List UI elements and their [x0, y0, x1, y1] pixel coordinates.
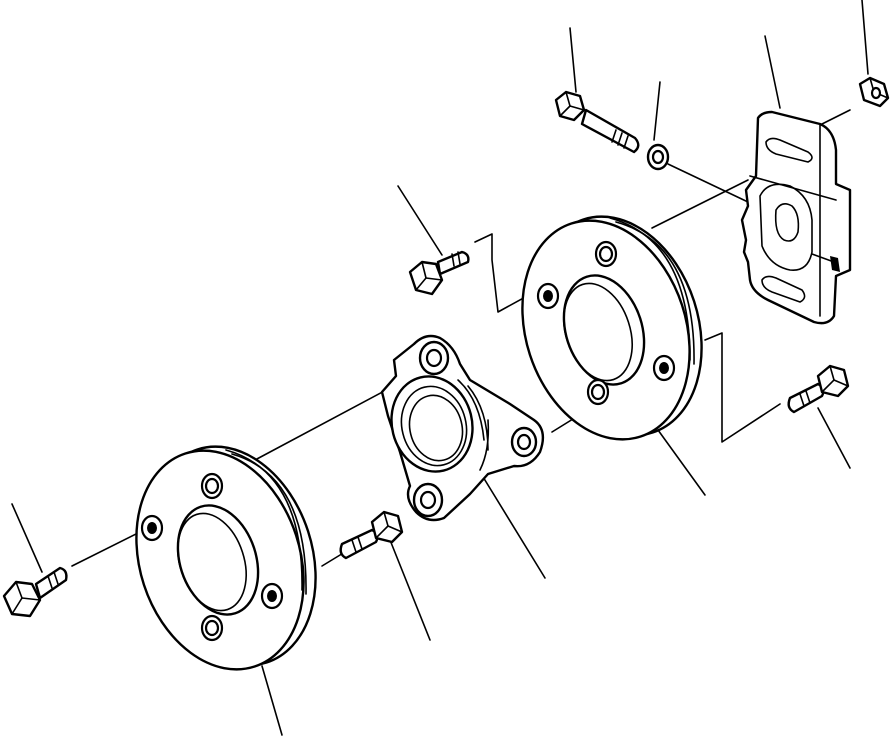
- left-bolt: [2, 566, 68, 618]
- washer: [646, 143, 670, 171]
- upper-bolt: [554, 90, 640, 154]
- callout-leaders: [11, 0, 869, 736]
- clamp-bracket: [740, 110, 852, 325]
- front-flange-disc: [135, 445, 317, 671]
- lower-bolt: [339, 510, 404, 560]
- center-bearing-housing: [380, 334, 545, 522]
- rear-flange-disc: [521, 215, 703, 441]
- small-bolt: [408, 250, 470, 296]
- nut: [858, 76, 890, 108]
- right-bolt: [787, 364, 850, 414]
